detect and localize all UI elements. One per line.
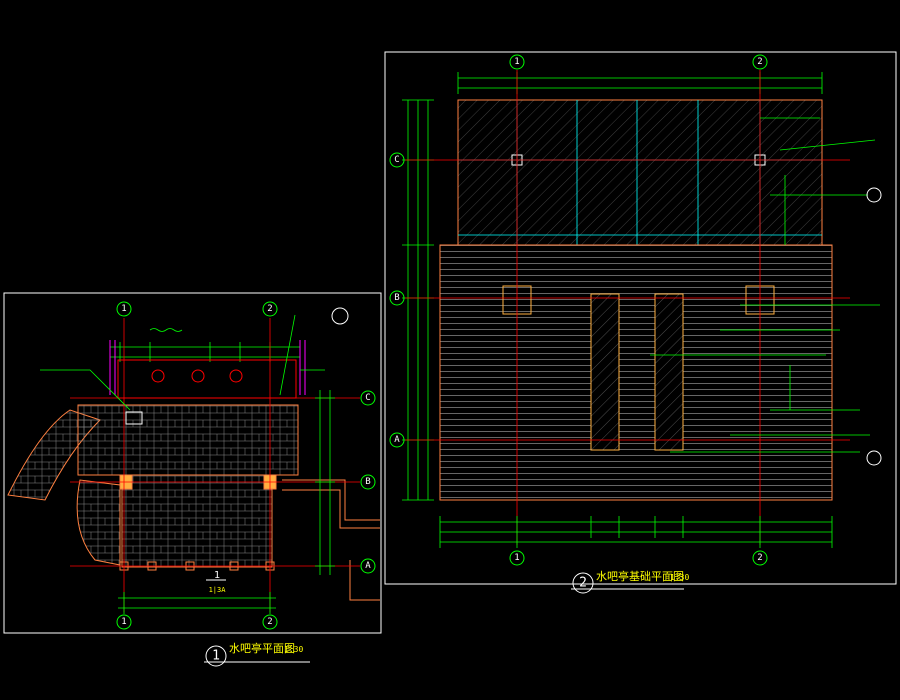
plan-grid-col-2-top-label: 2: [267, 304, 272, 314]
plan-grid-col-2-top: [262, 301, 278, 317]
elevation-title: 水吧亭基础平面图: [596, 569, 684, 583]
plan-title: 水吧亭平面图: [229, 641, 295, 655]
plan-grid-bubbles: [116, 301, 376, 630]
elevation-grid-bubbles: [389, 54, 768, 566]
elevation-grid-row-a: [389, 432, 405, 448]
plan-grid-col-1-bottom-label: 1: [121, 617, 126, 627]
plan-title-number: 1: [212, 649, 220, 664]
plan-bottom-dimensions: [118, 592, 276, 614]
elevation-grid-row-c: [389, 152, 405, 168]
plan-grid-row-c-label: C: [365, 393, 370, 403]
plan-top-dimensions: [110, 342, 300, 362]
elevation-grid-row-a-label: A: [394, 435, 400, 445]
elevation-title-block: 2 水吧亭基础平面图 1:30: [571, 569, 689, 594]
elevation-scale: 1:30: [670, 573, 689, 582]
elevation-grid-axes: [405, 70, 850, 545]
plan-paving: [77, 404, 299, 571]
plan-grid-col-1-top-label: 1: [121, 304, 126, 314]
plan-water-basin: [109, 328, 306, 399]
plan-leaders: [40, 314, 325, 411]
plan-right-dimensions: [315, 390, 335, 575]
elevation-grid-col-1-top: [509, 54, 525, 70]
plan-title-bubble: [205, 645, 227, 667]
plan-section-mark-label: 1: [214, 570, 220, 581]
elevation-bottom-dimensions: [439, 516, 833, 548]
elevation-grid-row-b-label: B: [394, 293, 399, 303]
plan-grid-row-a: [360, 558, 376, 574]
elevation-grid-col-1-top-label: 1: [514, 57, 519, 67]
elevation-grid-col-1-bottom-label: 1: [514, 553, 519, 563]
elevation-drawing: 1 2 1 2 C B A 2 水吧亭基础平面图 1:30: [384, 51, 897, 594]
elevation-grid-col-1-bottom: [509, 550, 525, 566]
elevation-grid-col-2-top: [752, 54, 768, 70]
elevation-top-dimensions: [457, 72, 823, 94]
plan-grid-col-2-bottom-label: 2: [267, 617, 272, 627]
elevation-grid-col-2-bottom: [752, 550, 768, 566]
plan-detail-callout: [331, 307, 349, 325]
plan-grid-row-b: [360, 474, 376, 490]
plan-grid-row-a-label: A: [365, 561, 371, 571]
plan-right-edge: [282, 479, 380, 601]
plan-grid-col-1-top: [116, 301, 132, 317]
elevation-frame: [384, 51, 897, 585]
plan-frame: [3, 292, 382, 634]
elevation-title-number: 2: [579, 576, 587, 591]
elevation-deck: [439, 244, 833, 501]
plan-grid-col-1-bottom: [116, 614, 132, 630]
elevation-grid-col-2-top-label: 2: [757, 57, 762, 67]
elevation-leaders: [650, 117, 880, 453]
elevation-callouts: [866, 187, 882, 466]
plan-section-sub-label: 1|3A: [209, 586, 227, 594]
plan-scale: 1:30: [284, 645, 303, 654]
plan-grid-axes: [70, 318, 360, 612]
plan-section-marker: 1 1|3A: [206, 570, 226, 594]
plan-grid-row-c: [360, 390, 376, 406]
elevation-grid-row-b: [389, 290, 405, 306]
elevation-title-bubble: [572, 572, 594, 594]
plan-grid-col-2-bottom: [262, 614, 278, 630]
elevation-grid-row-c-label: C: [394, 155, 399, 165]
plan-grid-row-b-label: B: [365, 477, 370, 487]
elevation-roof-block: [457, 99, 823, 246]
elevation-grid-col-2-bottom-label: 2: [757, 553, 762, 563]
plan-drawing: 1 2 1 2 C B A 1 1|3A 1 水吧亭平面图 1:30: [3, 292, 382, 667]
plan-title-block: 1 水吧亭平面图 1:30: [204, 641, 310, 667]
